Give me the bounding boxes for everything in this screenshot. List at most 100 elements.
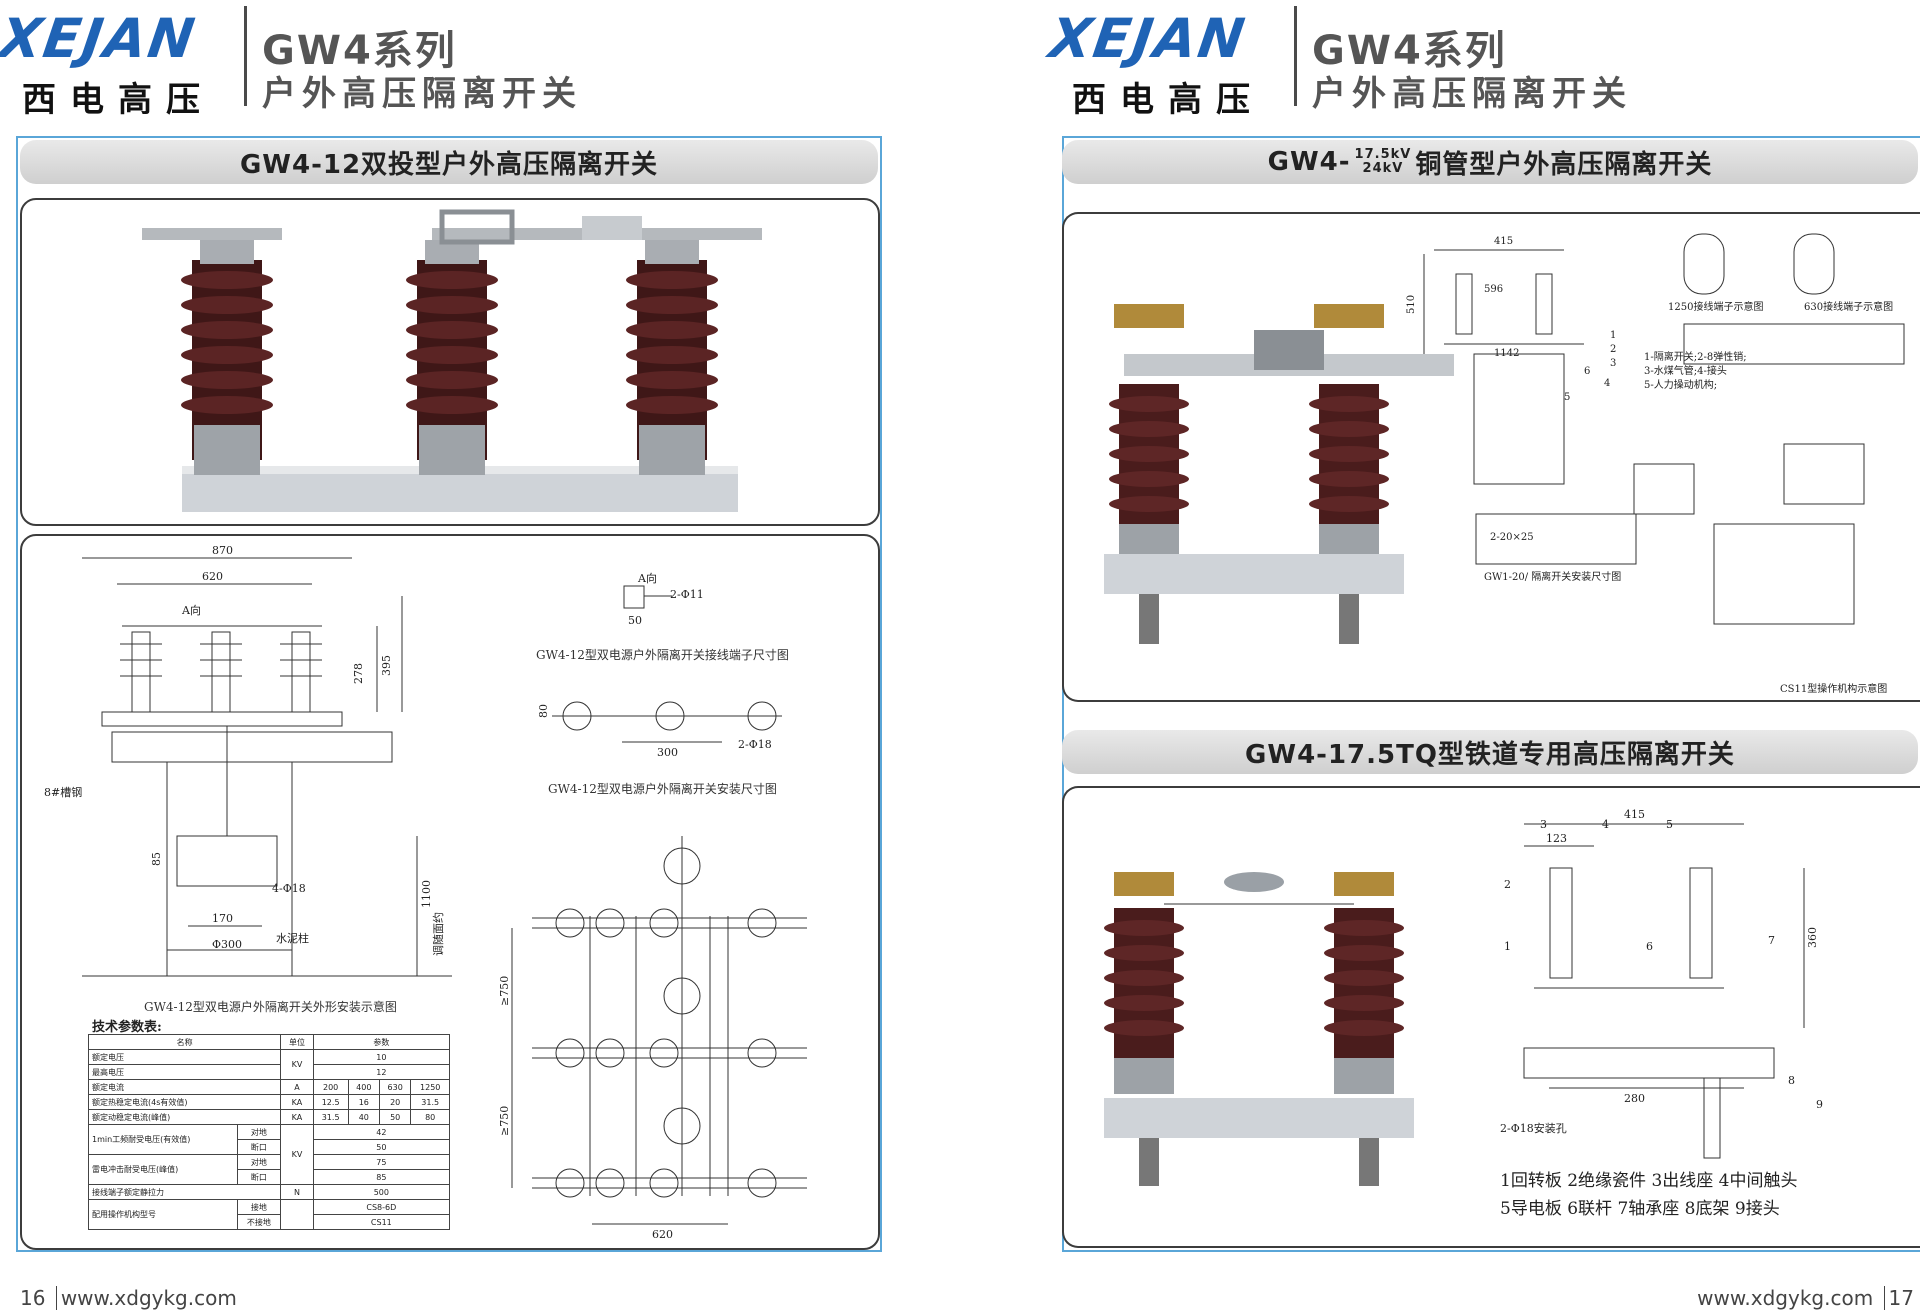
section1-title-bottom: 24kV [1362,161,1404,176]
spec-row-name: 配用操作机构型号 [88,1199,238,1230]
section1-title-prefix: GW4- [1267,147,1351,177]
label-channel-steel: 8#槽钢 [44,786,82,799]
insulator-middle [406,240,498,475]
inst-80: 80 [537,704,550,718]
right-section1-title: GW4- 17.5kV 24kV 铜管型户外高压隔离开关 [1062,140,1918,184]
rail-callout-8: 8 [1788,1074,1795,1087]
legend-2: 3-水煤气管;4-接头 [1644,364,1727,377]
spec-row-value: 50 [378,1109,412,1125]
dim-415: 415 [1494,236,1513,247]
spec-row-sub: 不接地 [236,1214,282,1230]
dim-510: 510 [1406,295,1417,314]
spec-row-name: 接线端子额定静拉力 [87,1184,282,1200]
brand-name-cn: 西电高压 [1072,80,1264,120]
spec-row-name: 额定电流 [87,1079,282,1095]
dim-1142: 1142 [1494,348,1519,359]
insulator-left [181,240,273,475]
header-divider [244,6,247,106]
brand-block: XEJAN 西电高压 [0,7,240,121]
series-subtitle: 户外高压隔离开关 [262,74,582,114]
page-number-left: 16 [20,1286,46,1310]
inst-300: 300 [657,746,678,759]
railway-switch-illustration: 415 123 280 360 2-Φ18安装孔 1 2 3 4 5 6 7 8… [1104,808,1823,1186]
term-2-phi11: 2-Φ11 [670,588,704,601]
spec-row-value: CS11 [312,1214,451,1230]
dim-620: 620 [202,570,223,583]
rail-callout-9: 9 [1816,1098,1823,1111]
spec-row-value: 31.5 [410,1094,450,1110]
copper-tube-illustration: 415 596 510 1142 1 2 3 4 5 6 1-隔离开关;2-8弹… [1104,233,1905,695]
spec-row-value: 40 [347,1109,381,1125]
spec-row-value: 200 [312,1079,349,1095]
series-title: GW4系列 [1312,28,1507,74]
spec-row-value: 42 [312,1124,451,1140]
spec-row-value: 31.5 [312,1109,349,1125]
caption-install: GW4-12型双电源户外隔离开关安装尺寸图 [548,782,777,796]
left-footer: 16 www.xdgykg.com [20,1286,237,1310]
spec-row-unit: KA [280,1109,314,1125]
spec-row-unit: N [280,1184,314,1200]
header-divider [1294,6,1297,106]
spec-row-value: 50 [312,1139,451,1155]
spec-row-value: 10 [312,1049,451,1065]
gw1-caption: GW1-20/ 隔离开关安装尺寸图 [1484,570,1621,583]
dim-phi300: Φ300 [212,938,242,951]
spec-row-value: 12 [312,1064,451,1080]
spec-row-value: 75 [312,1154,451,1170]
rail-dim-280: 280 [1624,1092,1645,1105]
rail-dim-123: 123 [1546,832,1567,845]
callout-5: 5 [1564,392,1570,403]
label-concrete-post: 水泥柱 [276,931,309,945]
spec-row-unit: KV [280,1049,314,1080]
brand-name-cn: 西电高压 [22,80,214,120]
xejan-logo: XEJAN [1045,7,1251,70]
spec-row-value: 16 [347,1094,381,1110]
right-footer: www.xdgykg.com 17 [1697,1286,1914,1310]
rail-callout-3: 3 [1540,818,1547,831]
spec-row-name: 额定动稳定电流(峰值) [87,1109,282,1125]
rail-callout-7: 7 [1768,934,1775,947]
plan-dim-750-upper: ≥750 [498,976,511,1006]
spec-row-name: 最高电压 [87,1064,282,1080]
section1-title-suffix: 铜管型户外高压隔离开关 [1415,149,1713,180]
parts-legend-line2: 5导电板 6联杆 7轴承座 8底架 9接头 [1500,1199,1780,1219]
dim-4-phi18: 4-Φ18 [272,882,306,895]
inst-2-phi18: 2-Φ18 [738,738,772,751]
railway-panel: 415 123 280 360 2-Φ18安装孔 1 2 3 4 5 6 7 8… [1062,786,1920,1248]
spec-row-name: 雷电冲击耐受电压(峰值) [88,1154,238,1185]
callout-3: 3 [1610,358,1616,369]
rail-hole-label: 2-Φ18安装孔 [1500,1121,1567,1135]
website-url-left[interactable]: www.xdgykg.com [60,1286,237,1310]
legend-1: 1-隔离开关;2-8弹性销; [1644,350,1747,363]
dim-278: 278 [352,663,365,684]
spec-row-value: 80 [410,1109,450,1125]
term-50: 50 [628,614,642,627]
spec-row-unit: KV [280,1124,314,1185]
spec-header-unit: 单位 [280,1034,314,1050]
callout-6: 6 [1584,366,1590,377]
section1-title-top: 17.5kV [1354,147,1412,162]
spec-row-sub: 对地 [236,1124,282,1140]
rail-callout-5: 5 [1666,818,1673,831]
insulator-right [626,240,718,475]
series-subtitle: 户外高压隔离开关 [1312,74,1632,114]
website-url-right[interactable]: www.xdgykg.com [1697,1286,1874,1310]
copper-tube-panel: 415 596 510 1142 1 2 3 4 5 6 1-隔离开关;2-8弹… [1062,212,1920,702]
rail-dim-415: 415 [1624,808,1645,821]
spec-row-name: 1min工频耐受电压(有效值) [88,1124,238,1155]
cs11-caption: CS11型操作机构示意图 [1780,682,1887,695]
spec-row-value: 12.5 [312,1094,349,1110]
dim-1100: 1100 [420,880,433,908]
dim-596: 596 [1484,284,1503,295]
drawing-panel-gw4-12: 870 620 A向 278 395 85 4-Φ18 [20,534,880,1250]
plan-dim-750-lower: ≥750 [498,1106,511,1136]
rail-callout-2: 2 [1504,878,1511,891]
photo-panel-gw4-12 [20,198,880,526]
right-section2-title: GW4-17.5TQ型铁道专用高压隔离开关 [1062,730,1918,774]
spec-row-value: 85 [312,1169,451,1185]
spec-row-sub: 断口 [236,1139,282,1155]
spec-row-unit: KA [280,1094,314,1110]
spec-row-value: 1250 [410,1079,450,1095]
spec-row-name: 额定电压 [87,1049,282,1065]
legend-3: 5-人力操动机构; [1644,378,1717,391]
